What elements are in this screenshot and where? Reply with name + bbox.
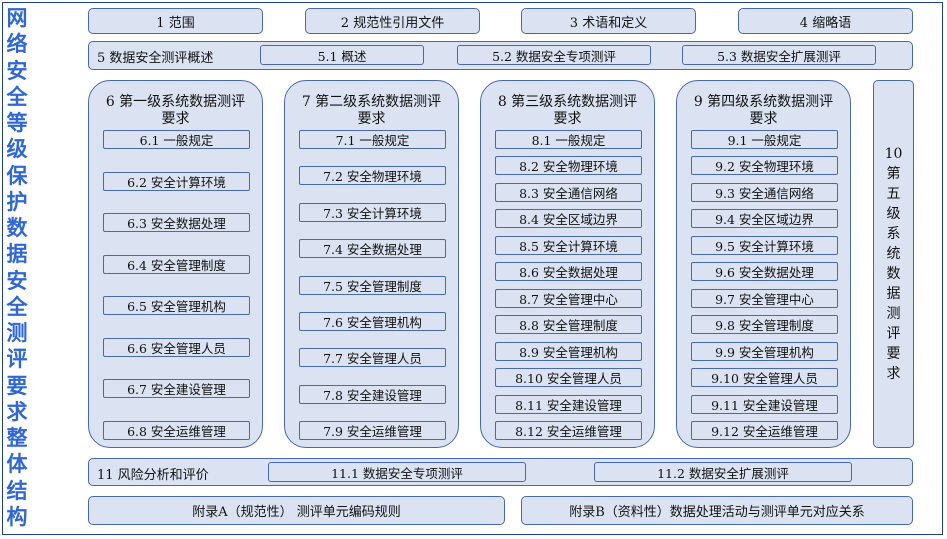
diagram-title-char: 安	[6, 58, 28, 83]
diagram-title-char: 据	[6, 242, 28, 267]
section-1-box: 1 范围	[88, 8, 263, 34]
level-column-title: 9 第四级系统数据测评要求	[693, 94, 834, 127]
clause-item: 9.9 安全管理机构	[691, 341, 838, 361]
section-11-2: 11.2 数据安全扩展测评	[594, 462, 852, 482]
diagram-title-char: 构	[6, 504, 28, 529]
level-column-title: 7 第二级系统数据测评要求	[301, 94, 442, 127]
clause-item: 9.5 安全计算环境	[691, 235, 838, 255]
clause-item: 8.2 安全物理环境	[495, 156, 642, 176]
clause-item: 9.2 安全物理环境	[691, 156, 838, 176]
section-10-char: 第	[886, 166, 901, 182]
clause-item: 7.6 安全管理机构	[299, 311, 446, 331]
clause-item: 9.3 安全通信网络	[691, 182, 838, 202]
diagram-title-char: 级	[6, 137, 28, 162]
diagram-title-char: 护	[6, 189, 28, 214]
clause-item: 7.7 安全管理人员	[299, 348, 446, 368]
diagram-title-char: 网	[6, 6, 28, 30]
clause-item: 9.12 安全运维管理	[691, 421, 838, 440]
section-5-1: 5.1 概述	[260, 45, 424, 65]
diagram-title-char: 整	[6, 426, 28, 450]
section-10-char: 级	[886, 206, 901, 222]
clause-item: 9.6 安全数据处理	[691, 262, 838, 282]
section-11-label: 11 风险分析和评价	[97, 468, 209, 483]
section-10-char: 据	[886, 286, 901, 302]
section-10-char: 五	[886, 186, 901, 202]
section-10-char: 求	[886, 366, 901, 382]
section-5-2: 5.2 数据安全专项测评	[457, 45, 651, 65]
level-column-6: 6 第一级系统数据测评要求 6.1 一般规定 6.2 安全计算环境 6.3 安全数据处…	[88, 80, 263, 448]
clause-item: 9.8 安全管理制度	[691, 315, 838, 335]
clause-item: 9.11 安全建设管理	[691, 394, 838, 414]
level-column-7: 7 第二级系统数据测评要求 7.1 一般规定 7.2 安全物理环境 7.3 安全计算环…	[284, 80, 459, 448]
clause-item: 6.6 安全管理人员	[103, 337, 250, 357]
clause-item: 7.3 安全计算环境	[299, 202, 446, 222]
level-column-title: 6 第一级系统数据测评要求	[105, 94, 246, 127]
clause-item: 8.3 安全通信网络	[495, 182, 642, 202]
section-3-box: 3 术语和定义	[521, 8, 696, 34]
diagram-title-char: 全	[6, 84, 28, 109]
diagram-title: 网络安全等级保护数据安全测评要求整体结构	[4, 8, 30, 528]
clause-item: 8.12 安全运维管理	[495, 421, 642, 440]
clause-item: 9.1 一般规定	[691, 130, 838, 149]
clause-item: 6.7 安全建设管理	[103, 379, 250, 399]
section-10-char: 测	[886, 306, 901, 322]
section-10-char: 统	[886, 246, 901, 262]
clause-item: 8.9 安全管理机构	[495, 341, 642, 361]
clause-item: 7.2 安全物理环境	[299, 166, 446, 186]
diagram-title-char: 保	[6, 163, 28, 188]
clause-item: 8.5 安全计算环境	[495, 235, 642, 255]
clause-item: 8.8 安全管理制度	[495, 315, 642, 335]
appendix-b-box: 附录B（资料性）数据处理活动与测评单元对应关系	[521, 496, 913, 525]
diagram-title-char: 求	[6, 399, 28, 424]
appendix-a-box: 附录A（规范性） 测评单元编码规则	[88, 496, 505, 525]
clause-item: 8.11 安全建设管理	[495, 394, 642, 414]
diagram-title-char: 全	[6, 294, 28, 319]
clause-item: 7.8 安全建设管理	[299, 384, 446, 404]
clause-item: 6.4 安全管理制度	[103, 254, 250, 274]
clause-item: 8.10 安全管理人员	[495, 368, 642, 388]
section-4-box: 4 缩略语	[738, 8, 913, 34]
section-10-box: 10 第五级系统数据测评要求	[873, 80, 914, 448]
clause-item: 7.9 安全运维管理	[299, 421, 446, 440]
level-column-8: 8 第三级系统数据测评要求 8.1 一般规定 8.2 安全物理环境 8.3 安全通信网…	[480, 80, 655, 448]
diagram-title-char: 体	[6, 452, 28, 477]
clause-item: 6.8 安全运维管理	[103, 421, 250, 440]
clause-item: 6.1 一般规定	[103, 130, 250, 149]
section-10-number: 10	[884, 146, 903, 162]
clause-item: 8.1 一般规定	[495, 130, 642, 149]
level-column-title: 8 第三级系统数据测评要求	[497, 94, 638, 127]
diagram-title-char: 安	[6, 268, 28, 293]
diagram-title-char: 结	[6, 478, 28, 503]
section-10-char: 数	[886, 266, 901, 282]
section-10-char: 系	[886, 226, 901, 242]
clause-item: 8.7 安全管理中心	[495, 288, 642, 308]
clause-item: 6.2 安全计算环境	[103, 171, 250, 191]
clause-item: 7.4 安全数据处理	[299, 239, 446, 259]
clause-item: 8.4 安全区域边界	[495, 209, 642, 229]
clause-item: 9.4 安全区域边界	[691, 209, 838, 229]
diagram-title-char: 络	[6, 32, 28, 57]
diagram-title-char: 数	[6, 216, 28, 240]
section-11-1: 11.1 数据安全专项测评	[268, 462, 526, 482]
clause-item: 9.7 安全管理中心	[691, 288, 838, 308]
section-5-3: 5.3 数据安全扩展测评	[682, 45, 876, 65]
diagram-title-char: 等	[6, 111, 28, 135]
clause-item: 7.5 安全管理制度	[299, 275, 446, 295]
clause-item: 6.3 安全数据处理	[103, 213, 250, 233]
section-5-label: 5 数据安全测评概述	[97, 51, 214, 66]
clause-item: 9.10 安全管理人员	[691, 368, 838, 388]
diagram-title-char: 评	[6, 347, 28, 372]
section-10-char: 要	[886, 346, 901, 362]
diagram-title-char: 测	[6, 321, 28, 345]
section-2-box: 2 规范性引用文件	[305, 8, 480, 34]
diagram-title-char: 要	[6, 373, 28, 398]
clause-item: 7.1 一般规定	[299, 130, 446, 149]
clause-item: 6.5 安全管理机构	[103, 296, 250, 316]
section-10-char: 评	[886, 326, 901, 342]
clause-item: 8.6 安全数据处理	[495, 262, 642, 282]
section-10-text: 第五级系统数据测评要求	[887, 164, 901, 384]
level-column-9: 9 第四级系统数据测评要求 9.1 一般规定 9.2 安全物理环境 9.3 安全通信网…	[676, 80, 851, 448]
